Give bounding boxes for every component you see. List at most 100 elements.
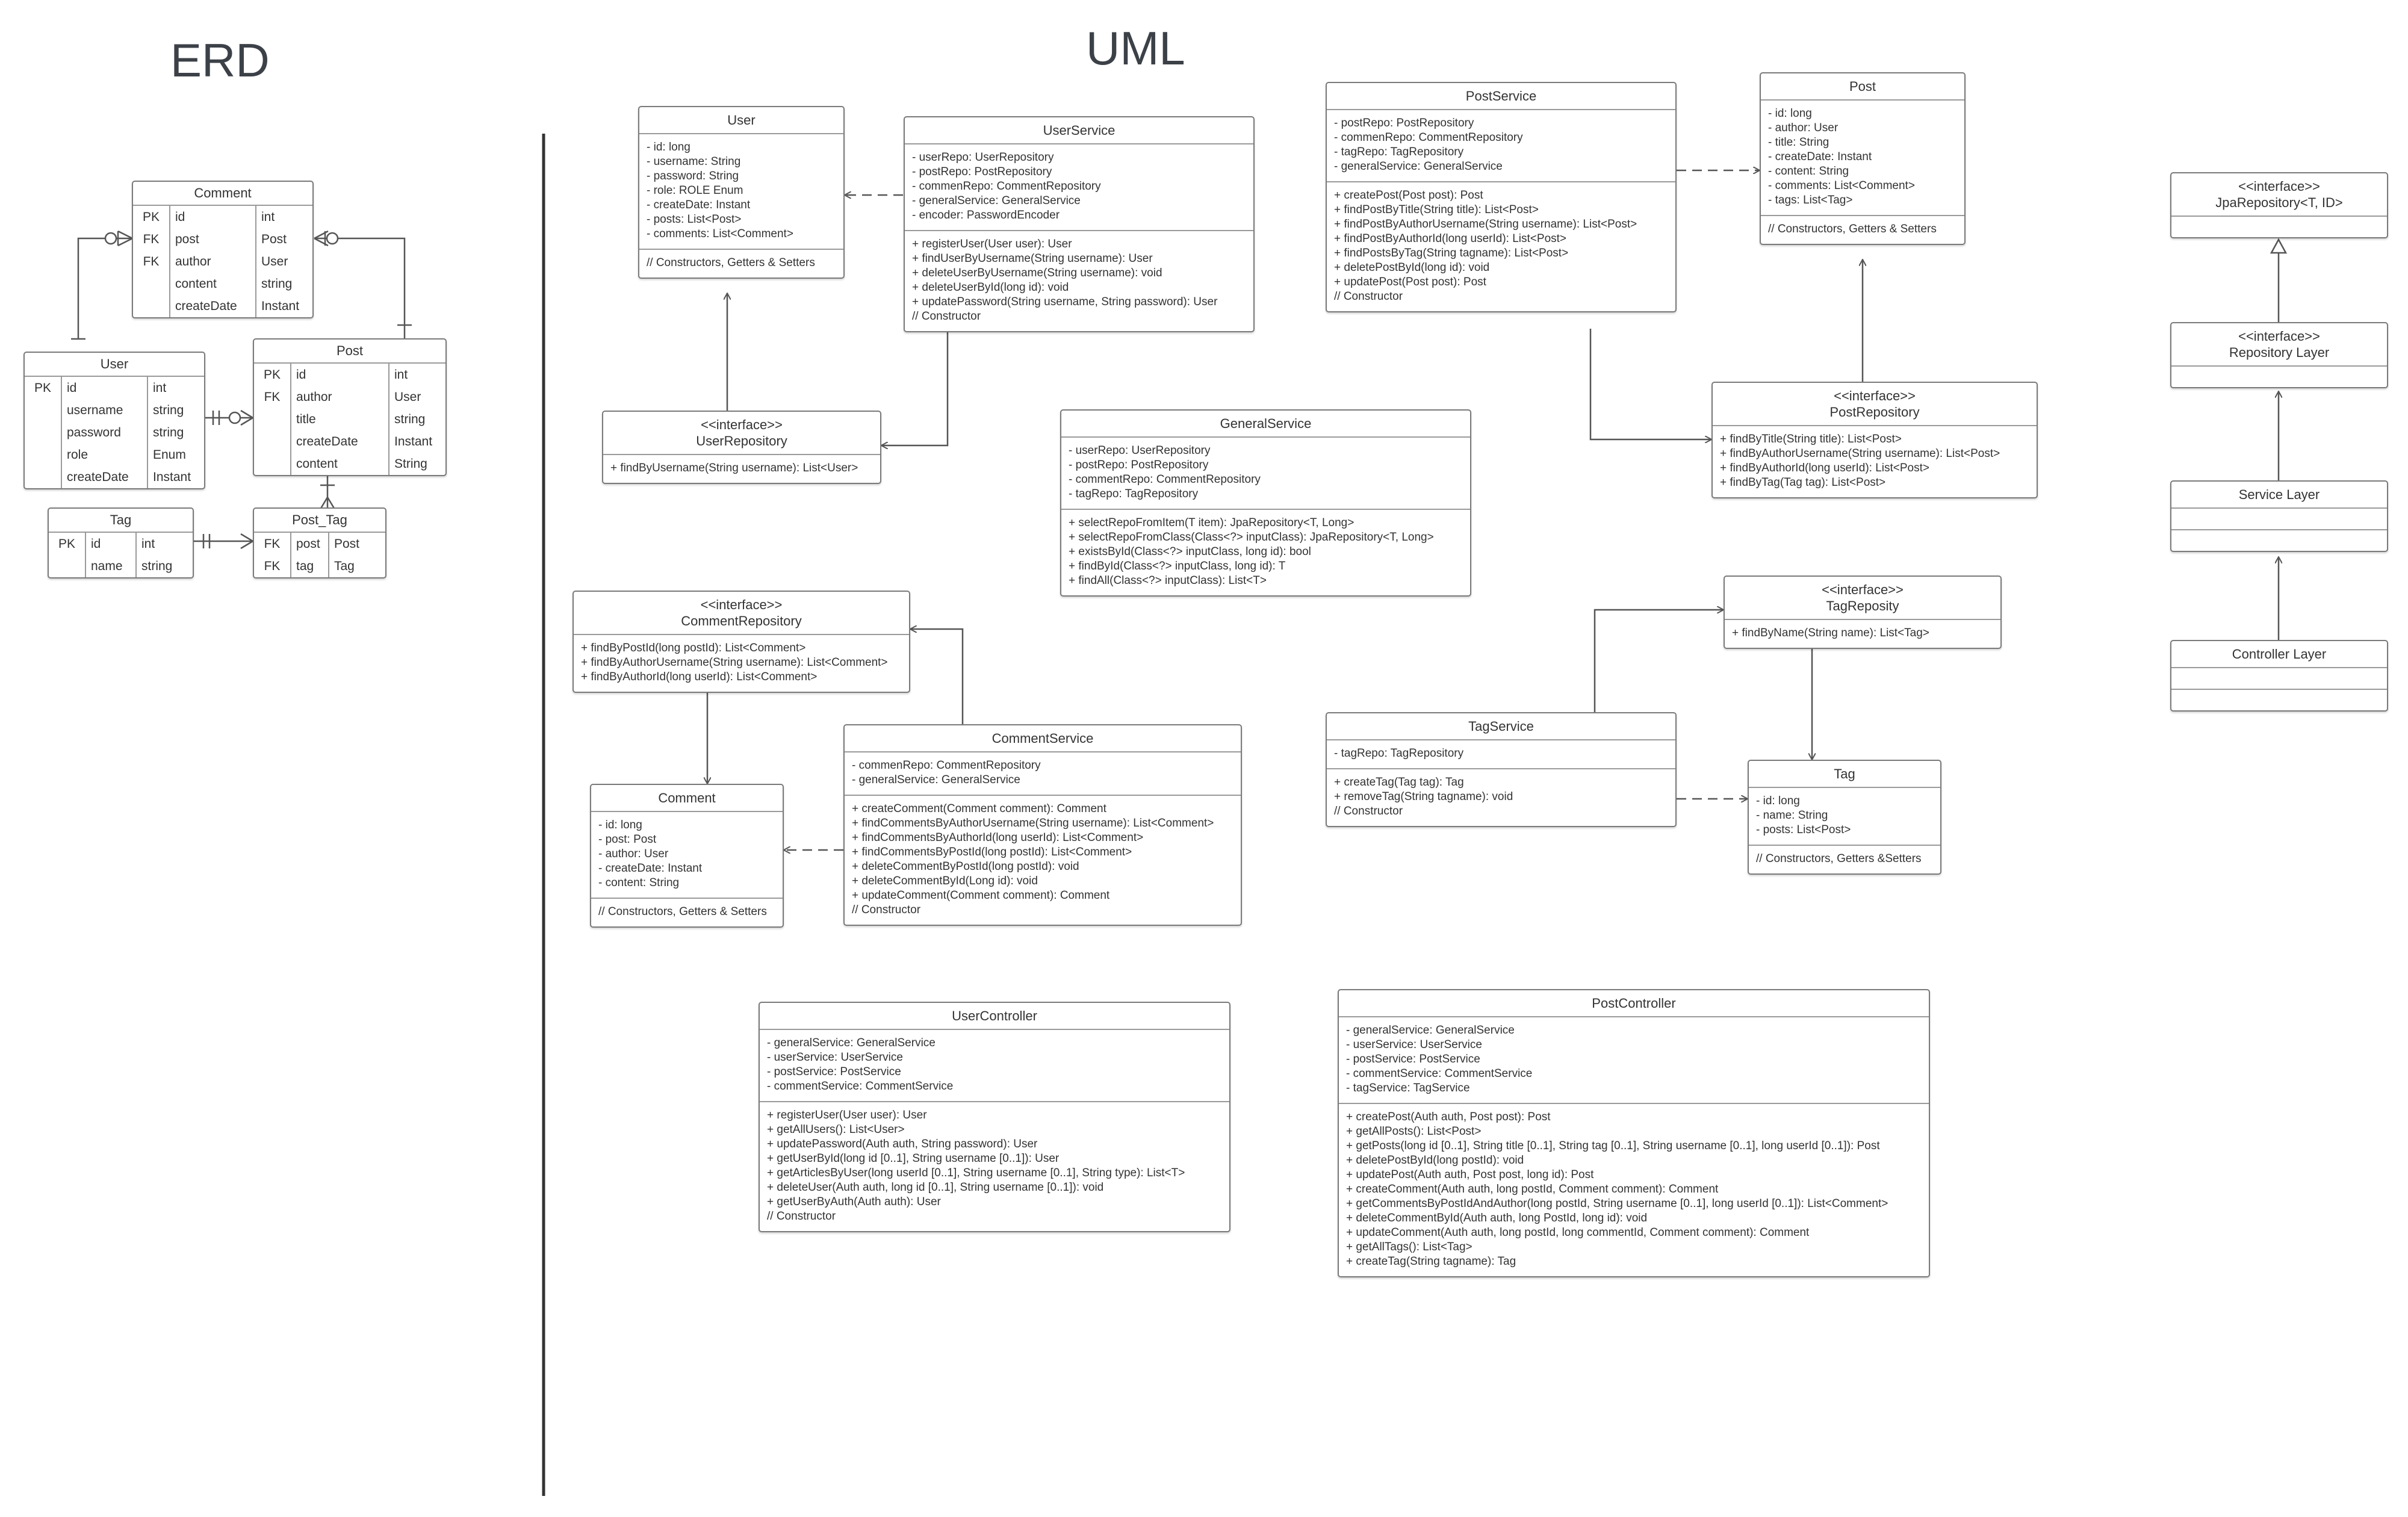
member-line: - userService: UserService xyxy=(1346,1038,1482,1051)
uml-class-user[interactable]: User- id: long- username: String- passwo… xyxy=(638,106,845,279)
attributes-section: - postRepo: PostRepository- commenRepo: … xyxy=(1327,110,1675,182)
member-line: - password: String xyxy=(647,170,739,182)
member-line: + findByAuthorUsername(String username):… xyxy=(581,656,888,669)
member-line: - commentRepo: CommentRepository xyxy=(1069,473,1261,486)
field-type: string xyxy=(394,412,426,426)
key-cell: FK xyxy=(254,533,291,555)
member-line: + findByAuthorId(long userId): List<Post… xyxy=(1720,462,1930,474)
member-line: - commenRepo: CommentRepository xyxy=(912,180,1101,193)
member-line: + updatePost(Post post): Post xyxy=(1334,276,1486,288)
member-line: - content: String xyxy=(598,876,680,889)
uml-class-comment-service[interactable]: CommentService- commenRepo: CommentRepos… xyxy=(843,724,1242,926)
member-line: // Constructors, Getters &Setters xyxy=(1756,852,1922,865)
member-line: - createDate: Instant xyxy=(598,862,703,875)
uml-interface-repository-layer[interactable]: <<interface>>Repository Layer xyxy=(2170,322,2388,388)
class-name: UserController xyxy=(952,1008,1037,1023)
class-name: Controller Layer xyxy=(2232,647,2327,662)
member-line: + findByName(String name): List<Tag> xyxy=(1732,627,1929,639)
uml-class-tag-service[interactable]: TagService - tagRepo: TagRepository + crea… xyxy=(1326,712,1677,827)
member-line: + selectRepoFromItem(T item): JpaReposit… xyxy=(1069,517,1354,529)
operations-section: + createPost(Auth auth, Post post): Post… xyxy=(1339,1104,1929,1276)
member-line: - createDate: Instant xyxy=(1768,150,1872,163)
uml-interface-comment-repository[interactable]: <<interface>>CommentRepository+ findByPo… xyxy=(573,591,910,693)
field-type: string xyxy=(261,277,293,291)
uml-class-controller-layer[interactable]: Controller Layer xyxy=(2170,640,2388,712)
class-title: <<interface>>JpaRepository<T, ID> xyxy=(2171,173,2387,217)
class-name: GeneralService xyxy=(1220,416,1312,431)
member-line: + findAll(Class<?> inputClass): List<T> xyxy=(1069,574,1267,587)
member-line: - commentService: CommentService xyxy=(767,1080,954,1093)
field-name: tag xyxy=(291,555,329,577)
member-line: - comments: List<Comment> xyxy=(647,228,793,240)
field-name: name xyxy=(86,555,137,577)
member-line: // Constructors, Getters & Setters xyxy=(647,256,815,269)
member-line: - comments: List<Comment> xyxy=(1768,179,1915,192)
class-name: PostController xyxy=(1592,996,1676,1011)
member-line: + findByTitle(String title): List<Post> xyxy=(1720,433,1902,445)
key-cell xyxy=(254,408,291,430)
member-line: + getUserByAuth(Auth auth): User xyxy=(767,1196,941,1208)
operations-section: + createTag(Tag tag): Tag+ removeTag(Str… xyxy=(1327,769,1675,826)
uml-class-tag[interactable]: Tag- id: long- name: String- posts: List… xyxy=(1748,760,1941,875)
field-type: int xyxy=(394,368,408,382)
operations-section: + createPost(Post post): Post+ findPostB… xyxy=(1327,182,1675,311)
member-line: - generalService: GeneralService xyxy=(1346,1024,1515,1037)
uml-class-user-service[interactable]: UserService- userRepo: UserRepository- p… xyxy=(904,116,1255,332)
uml-class-post-service[interactable]: PostService- postRepo: PostRepository- c… xyxy=(1326,82,1677,312)
uml-interface-post-repository[interactable]: <<interface>>PostRepository+ findByTitle… xyxy=(1711,382,2038,498)
class-name: CommentService xyxy=(991,731,1094,746)
member-line: + createComment(Comment comment): Commen… xyxy=(852,802,1106,815)
attributes-section: + findByName(String name): List<Tag> xyxy=(1725,620,2000,648)
member-line: // Constructor xyxy=(1334,290,1403,303)
member-line: - username: String xyxy=(647,155,741,168)
class-title: Comment xyxy=(591,785,783,812)
uml-class-general-service[interactable]: GeneralService- userRepo: UserRepository… xyxy=(1060,409,1471,597)
member-line: - postRepo: PostRepository xyxy=(912,166,1052,178)
member-line: + findByTag(Tag tag): List<Post> xyxy=(1720,476,1886,489)
class-title: <<interface>>CommentRepository xyxy=(574,592,909,635)
uml-class-comment[interactable]: Comment- id: long- post: Post- author: U… xyxy=(590,784,784,928)
field-type: string xyxy=(153,426,184,439)
uml-interface-user-repository[interactable]: <<interface>>UserRepository+ findByUsern… xyxy=(602,411,881,484)
member-line: + getAllPosts(): List<Post> xyxy=(1346,1125,1482,1138)
uml-interface-jpa-repository[interactable]: <<interface>>JpaRepository<T, ID> xyxy=(2170,172,2388,238)
class-name: Tag xyxy=(1834,766,1855,781)
member-line: + updatePassword(String username, String… xyxy=(912,296,1218,308)
erd-table-title: Tag xyxy=(49,509,193,533)
member-line: + getUserById(long id [0..1], String use… xyxy=(767,1152,1060,1165)
member-line: - tagRepo: TagRepository xyxy=(1334,747,1464,760)
member-line: - name: String xyxy=(1756,809,1828,822)
uml-class-user-controller[interactable]: UserController- generalService: GeneralS… xyxy=(759,1002,1230,1232)
field-name: content xyxy=(291,453,389,475)
attributes-section: - id: long- author: User- title: String-… xyxy=(1761,101,1964,216)
uml-class-post[interactable]: Post- id: long- author: User- title: Str… xyxy=(1760,72,1966,245)
uml-class-service-layer[interactable]: Service Layer xyxy=(2170,480,2388,552)
class-title: TagService xyxy=(1327,713,1675,740)
stereotype-label: <<interface>> xyxy=(1822,582,1904,597)
member-line: - tagService: TagService xyxy=(1346,1082,1470,1094)
field-type: int xyxy=(153,381,167,395)
field-name: createDate xyxy=(170,295,256,317)
member-line: - content: String xyxy=(1768,165,1849,178)
member-line: + findById(Class<?> inputClass, long id)… xyxy=(1069,560,1286,572)
uml-class-post-controller[interactable]: PostController - generalService: GeneralS… xyxy=(1338,989,1930,1277)
member-line: + findPostByAuthorId(long userId): List<… xyxy=(1334,232,1567,245)
stereotype-label: <<interface>> xyxy=(700,597,783,612)
attributes-section xyxy=(2171,367,2387,387)
operations-section: // Constructors, Getters &Setters xyxy=(1749,846,1940,873)
uml-interface-tag-repository[interactable]: <<interface>>TagReposity+ findByName(Str… xyxy=(1724,575,2002,649)
member-line: + updateComment(Comment comment): Commen… xyxy=(852,889,1110,902)
